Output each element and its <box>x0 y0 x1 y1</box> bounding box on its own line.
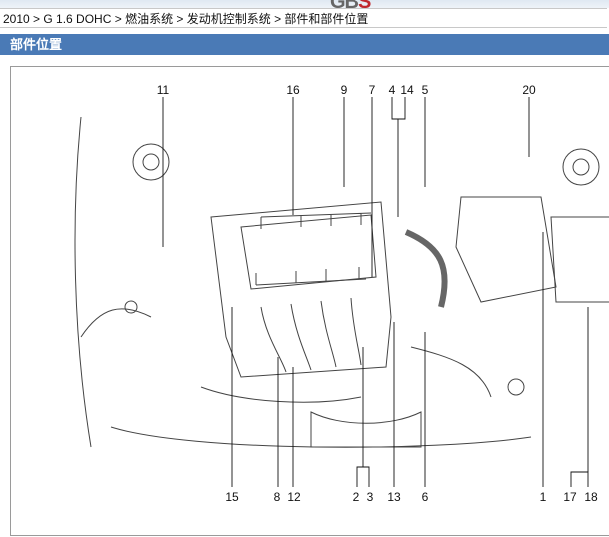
runner-4 <box>350 297 362 366</box>
cylinder-head <box>240 214 377 290</box>
callout-13: 13 <box>387 490 401 504</box>
engine-diagram: 11 16 9 7 4 14 5 20 15 8 12 2 3 13 6 1 1… <box>74 83 609 504</box>
battery <box>550 216 609 303</box>
exhaust-pipe <box>200 386 362 403</box>
leader-4-14 <box>391 97 406 120</box>
runner-1 <box>260 306 287 373</box>
strut-tower-right-inner <box>572 158 590 176</box>
fender-left <box>80 308 152 338</box>
crossmember <box>310 411 422 448</box>
mount-bolt <box>124 300 138 314</box>
section-title: 部件位置 <box>0 34 609 55</box>
callout-1: 1 <box>540 490 547 504</box>
callout-18: 18 <box>584 490 598 504</box>
strut-tower-left <box>132 143 170 181</box>
air-cleaner <box>455 196 557 303</box>
callout-17: 17 <box>563 490 577 504</box>
strut-tower-left-inner <box>142 153 160 171</box>
engine-block <box>210 201 392 378</box>
callout-20: 20 <box>522 83 536 97</box>
callout-9: 9 <box>341 83 348 97</box>
callout-2: 2 <box>353 490 360 504</box>
callout-15: 15 <box>225 490 239 504</box>
engine-diagram-figure: 11 16 9 7 4 14 5 20 15 8 12 2 3 13 6 1 1… <box>10 66 609 536</box>
callout-4: 4 <box>389 83 396 97</box>
runner-2 <box>290 303 312 371</box>
hose-lower <box>410 346 492 398</box>
reservoir-cap <box>507 378 525 396</box>
strut-tower-right <box>562 148 600 186</box>
callout-8: 8 <box>274 490 281 504</box>
callout-16: 16 <box>286 83 300 97</box>
body-outline-bottom <box>110 426 532 448</box>
callout-3: 3 <box>367 490 374 504</box>
callout-11: 11 <box>157 83 170 97</box>
top-banner: GBS <box>0 0 609 13</box>
coil-bracket <box>260 212 372 229</box>
callout-5: 5 <box>422 83 429 97</box>
intake-hose <box>404 229 448 308</box>
leader-17-18 <box>570 471 589 487</box>
callout-12: 12 <box>287 490 301 504</box>
injector-bracket <box>255 267 367 286</box>
leader-2-3 <box>356 466 370 487</box>
callout-14: 14 <box>400 83 414 97</box>
breadcrumb: 2010 > G 1.6 DOHC > 燃油系统 > 发动机控制系统 > 部件和… <box>0 8 607 28</box>
runner-3 <box>320 300 337 368</box>
body-outline-left <box>74 116 92 448</box>
callout-6: 6 <box>422 490 429 504</box>
callout-7: 7 <box>369 83 376 97</box>
